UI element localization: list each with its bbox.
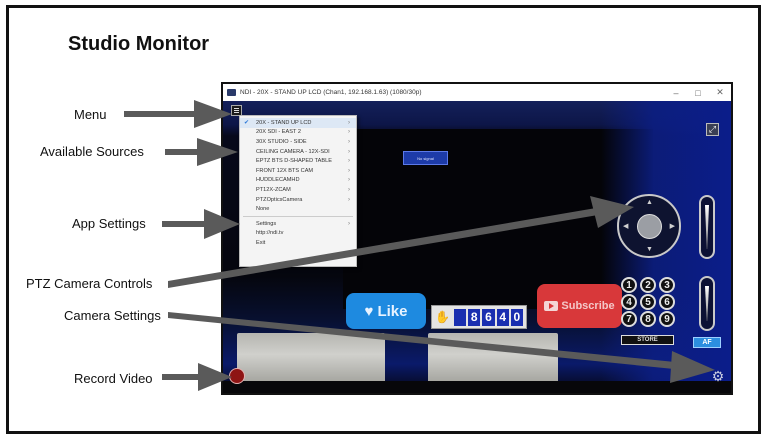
menu-item-source[interactable]: FRONT 12X BTS CAM ›: [256, 167, 350, 174]
counter-digit: 0: [510, 308, 523, 326]
preset-5-button[interactable]: 5: [640, 294, 656, 310]
chevron-right-icon: ›: [348, 129, 350, 136]
youtube-play-icon: [544, 301, 559, 311]
subscribe-text: Subscribe: [561, 300, 615, 312]
fullscreen-icon[interactable]: ⤢: [706, 123, 719, 136]
director-chair-right: [428, 333, 558, 387]
menu-item-source[interactable]: 30X STUDIO - SIDE ›: [256, 138, 350, 145]
menu-item-source[interactable]: 20X SDI - EAST 2 ›: [256, 129, 350, 136]
director-chair-left: [237, 333, 385, 387]
pan-down-icon[interactable]: ▼: [646, 246, 653, 253]
preset-8-button[interactable]: 8: [640, 311, 656, 327]
preset-3-button[interactable]: 3: [659, 277, 675, 293]
preset-grid: 1 2 3 4 5 6 7 8 9: [621, 277, 677, 327]
ptz-dpad[interactable]: ▲ ▼ ◀ ▶: [617, 194, 681, 258]
chevron-right-icon: ›: [348, 220, 350, 227]
callout-app-settings: App Settings: [72, 216, 146, 231]
pan-left-icon[interactable]: ◀: [623, 223, 629, 230]
sources-menu: ✔ 20X - STAND UP LCD › 20X SDI - EAST 2 …: [239, 115, 357, 267]
callout-ptz-camera-controls: PTZ Camera Controls: [26, 276, 153, 291]
video-feed: No signal ♥ Like ✋ 8 6 4 0 Subscribe ▲ ▼…: [223, 101, 731, 393]
callout-menu: Menu: [74, 107, 107, 122]
window-title: NDI - 20X - STAND UP LCD (Chan1, 192.168…: [240, 89, 422, 96]
autofocus-button[interactable]: AF: [693, 337, 721, 348]
counter-digit: 4: [496, 308, 509, 326]
menu-item-source[interactable]: EPTZ BTS D-SHAPED TABLE ›: [256, 158, 350, 165]
chevron-right-icon: ›: [348, 158, 350, 165]
store-button[interactable]: STORE: [621, 335, 674, 345]
preset-9-button[interactable]: 9: [659, 311, 675, 327]
menu-item-source[interactable]: HUDDLECAMHD ›: [256, 177, 350, 184]
menu-item-source-none[interactable]: None: [256, 206, 270, 213]
callout-camera-settings: Camera Settings: [64, 308, 161, 323]
menu-item-exit[interactable]: Exit: [256, 239, 266, 246]
ptz-joystick-center[interactable]: [637, 214, 662, 239]
menu-item-source[interactable]: PTZOpticsCamera ›: [256, 196, 350, 203]
preset-4-button[interactable]: 4: [621, 294, 637, 310]
chevron-right-icon: ›: [348, 148, 350, 155]
preset-7-button[interactable]: 7: [621, 311, 637, 327]
like-counter: ✋ 8 6 4 0: [431, 305, 527, 329]
checkmark-icon: ✔: [244, 120, 250, 127]
chevron-right-icon: ›: [348, 119, 350, 126]
preset-2-button[interactable]: 2: [640, 277, 656, 293]
pan-right-icon[interactable]: ▶: [669, 223, 675, 230]
subscribe-pillow: Subscribe: [537, 284, 622, 328]
app-icon: [227, 89, 236, 96]
record-button[interactable]: [229, 368, 245, 384]
maximize-button[interactable]: □: [695, 87, 701, 98]
pan-up-icon[interactable]: ▲: [646, 199, 653, 206]
ndi-studio-monitor-window: NDI - 20X - STAND UP LCD (Chan1, 192.168…: [221, 82, 733, 395]
no-signal-badge: No signal: [403, 151, 448, 165]
like-text: Like: [377, 302, 408, 320]
callout-record-video: Record Video: [74, 371, 153, 386]
callout-available-sources: Available Sources: [40, 144, 144, 159]
counter-digit: 6: [482, 308, 495, 326]
menu-item-settings[interactable]: Settings ›: [256, 220, 350, 227]
thumbs-up-icon: ✋: [435, 310, 450, 324]
chevron-right-icon: ›: [348, 167, 350, 174]
menu-item-source[interactable]: PT12X-ZCAM ›: [256, 186, 350, 193]
chevron-right-icon: ›: [348, 177, 350, 184]
preset-1-button[interactable]: 1: [621, 277, 637, 293]
focus-slider[interactable]: [699, 276, 715, 331]
preset-6-button[interactable]: 6: [659, 294, 675, 310]
page-title: Studio Monitor: [68, 33, 210, 55]
minimize-button[interactable]: –: [673, 87, 679, 98]
camera-settings-gear-icon[interactable]: ⚙: [711, 368, 725, 384]
menu-separator: [243, 215, 353, 217]
like-pillow: ♥ Like: [346, 293, 426, 329]
counter-digit: 8: [468, 308, 481, 326]
chevron-right-icon: ›: [348, 196, 350, 203]
zoom-slider[interactable]: [699, 195, 715, 259]
chevron-right-icon: ›: [348, 138, 350, 145]
menu-item-source[interactable]: ✔ 20X - STAND UP LCD ›: [240, 118, 356, 128]
menu-item-ndi-link[interactable]: http://ndi.tv: [256, 230, 284, 237]
heart-icon: ♥: [364, 302, 374, 320]
menu-item-source[interactable]: CEILING CAMERA - 12X-SDI ›: [256, 148, 350, 155]
title-bar[interactable]: NDI - 20X - STAND UP LCD (Chan1, 192.168…: [223, 84, 731, 101]
chevron-right-icon: ›: [348, 186, 350, 193]
close-button[interactable]: ✕: [716, 87, 724, 97]
floor: [223, 381, 731, 393]
counter-digit: [453, 308, 467, 326]
